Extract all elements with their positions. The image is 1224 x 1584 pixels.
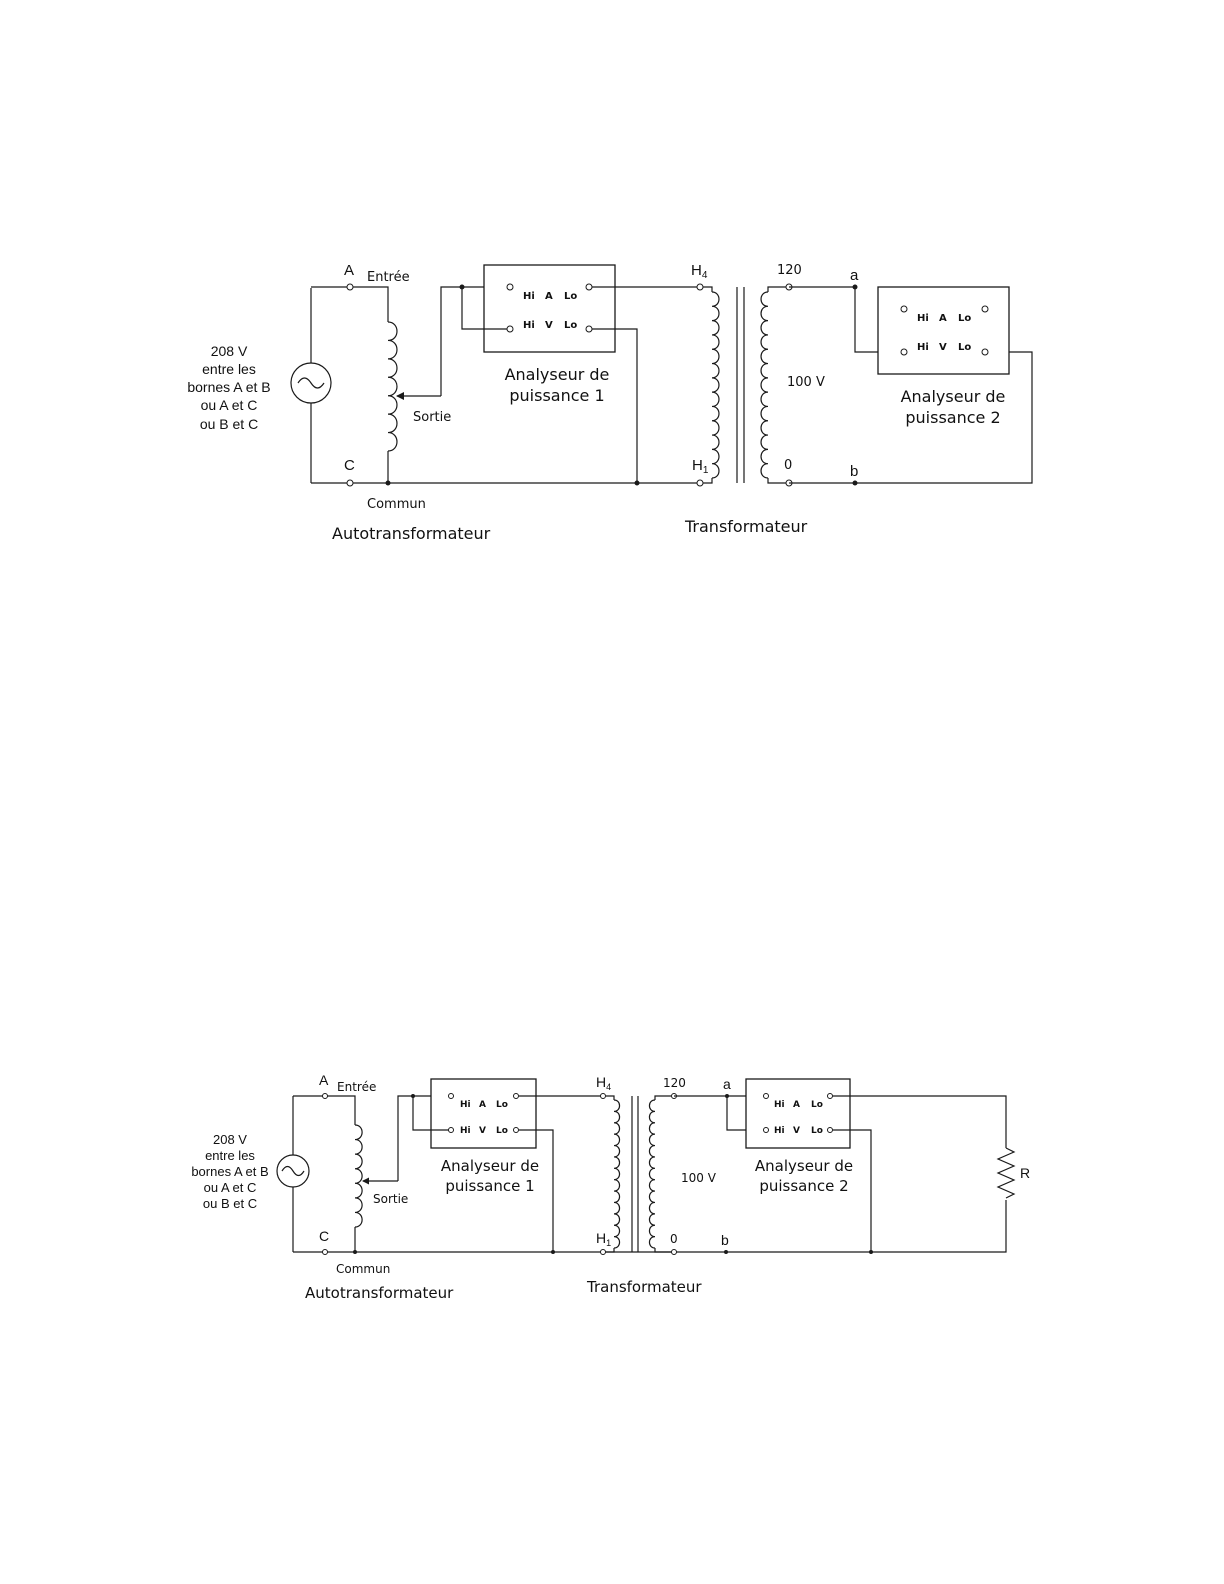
svg-text:Lo: Lo [958,313,971,324]
label-node-b-2: b [721,1232,729,1248]
svg-text:V: V [793,1126,800,1136]
label-autotransformer-2: Autotransformateur [305,1284,454,1302]
wiper-arrow-icon-2 [362,1177,369,1185]
power-analyzer-2b: Hi A Lo Hi V Lo [745,1078,851,1149]
svg-text:bornes A et B: bornes A et B [191,1164,268,1179]
label-terminal-a: A [344,262,354,279]
svg-text:208 V: 208 V [211,343,248,359]
svg-text:ou B et C: ou B et C [200,416,258,432]
terminal-a [346,283,354,291]
label-analyzer-1-line1: Analyseur de [505,365,610,384]
source-description-2: 208 V entre les bornes A et B ou A et C … [191,1132,268,1211]
label-h4-2: H4 [596,1074,611,1092]
svg-text:bornes A et B: bornes A et B [187,379,270,395]
svg-text:Lo: Lo [811,1100,823,1110]
svg-text:Hi: Hi [460,1100,471,1110]
label-secondary-voltage-2: 100 V [681,1171,717,1185]
label-terminal-c: C [344,457,355,474]
svg-text:A: A [545,291,553,302]
label-terminal-a-2: A [319,1072,329,1088]
svg-text:Lo: Lo [564,291,577,302]
svg-text:A: A [479,1100,486,1110]
label-analyzer-1-line2: puissance 1 [509,386,604,405]
circuit-diagram-2: 208 V entre les bornes A et B ou A et C … [191,1072,1030,1302]
label-sortie: Sortie [413,410,451,425]
label-0-2: 0 [670,1232,678,1246]
circuit-diagram-1: 208 V entre les bornes A et B ou A et C … [187,262,1033,543]
svg-text:Hi: Hi [774,1126,785,1136]
svg-text:ou B et C: ou B et C [203,1196,257,1211]
svg-text:V: V [545,320,553,331]
power-analyzer-1: Hi A Lo Hi V Lo [461,264,616,353]
ac-source-1 [290,288,332,483]
label-commun-2: Commun [336,1262,390,1276]
wire-top-source [311,286,389,322]
svg-text:Lo: Lo [496,1100,508,1110]
label-transformer-2: Transformateur [586,1278,702,1296]
label-h4: H4 [691,262,708,281]
svg-text:Lo: Lo [811,1126,823,1136]
svg-text:entre les: entre les [205,1148,255,1163]
label-120-2: 120 [663,1076,686,1090]
label-analyzer-1b-line2: puissance 1 [445,1177,534,1195]
label-autotransformer: Autotransformateur [332,524,491,543]
label-resistor: R [1020,1165,1030,1181]
svg-text:Hi: Hi [917,342,929,353]
label-transformer: Transformateur [684,517,808,536]
wiper-arrow-icon [396,392,404,400]
transformer-1 [696,283,793,487]
label-h1-2: H1 [596,1230,611,1248]
label-analyzer-2b-line1: Analyseur de [755,1157,853,1175]
svg-text:V: V [939,342,947,353]
svg-text:V: V [479,1126,486,1136]
svg-text:Hi: Hi [523,320,535,331]
svg-text:Hi: Hi [523,291,535,302]
svg-text:ou A et C: ou A et C [204,1180,257,1195]
label-node-b: b [850,463,858,480]
label-analyzer-2-line2: puissance 2 [905,408,1000,427]
svg-text:Lo: Lo [958,342,971,353]
svg-text:Lo: Lo [564,320,577,331]
label-0: 0 [784,458,792,473]
label-entree-2: Entrée [337,1080,376,1094]
source-description-1: 208 V entre les bornes A et B ou A et C … [187,343,270,432]
label-analyzer-1b-line1: Analyseur de [441,1157,539,1175]
terminal-c [346,479,354,487]
svg-text:Hi: Hi [774,1100,785,1110]
svg-text:208 V: 208 V [213,1132,247,1147]
load-resistor-icon [996,1147,1016,1199]
label-node-a-2: a [723,1076,731,1092]
svg-text:entre les: entre les [202,361,256,377]
power-analyzer-2: Hi A Lo Hi V Lo [877,286,1010,375]
label-analyzer-2-line1: Analyseur de [901,387,1006,406]
power-analyzer-1b: Hi A Lo Hi V Lo [412,1078,537,1149]
label-h1: H1 [692,457,709,476]
autotransformer-coil-1 [387,321,398,452]
transformer-2 [600,1093,677,1255]
svg-text:Lo: Lo [496,1126,508,1136]
label-120: 120 [777,263,802,278]
svg-text:Hi: Hi [917,313,929,324]
label-terminal-c-2: C [319,1228,329,1244]
label-commun: Commun [367,497,426,512]
svg-text:Hi: Hi [460,1126,471,1136]
label-analyzer-2b-line2: puissance 2 [759,1177,848,1195]
svg-text:A: A [793,1100,800,1110]
label-secondary-voltage: 100 V [787,375,825,390]
autotransformer-coil-2 [354,1124,363,1228]
svg-text:A: A [939,313,947,324]
svg-text:ou A et C: ou A et C [201,397,258,413]
label-node-a: a [850,267,859,284]
ac-source-2 [276,1096,310,1252]
label-entree: Entrée [367,270,410,285]
label-sortie-2: Sortie [373,1192,408,1206]
